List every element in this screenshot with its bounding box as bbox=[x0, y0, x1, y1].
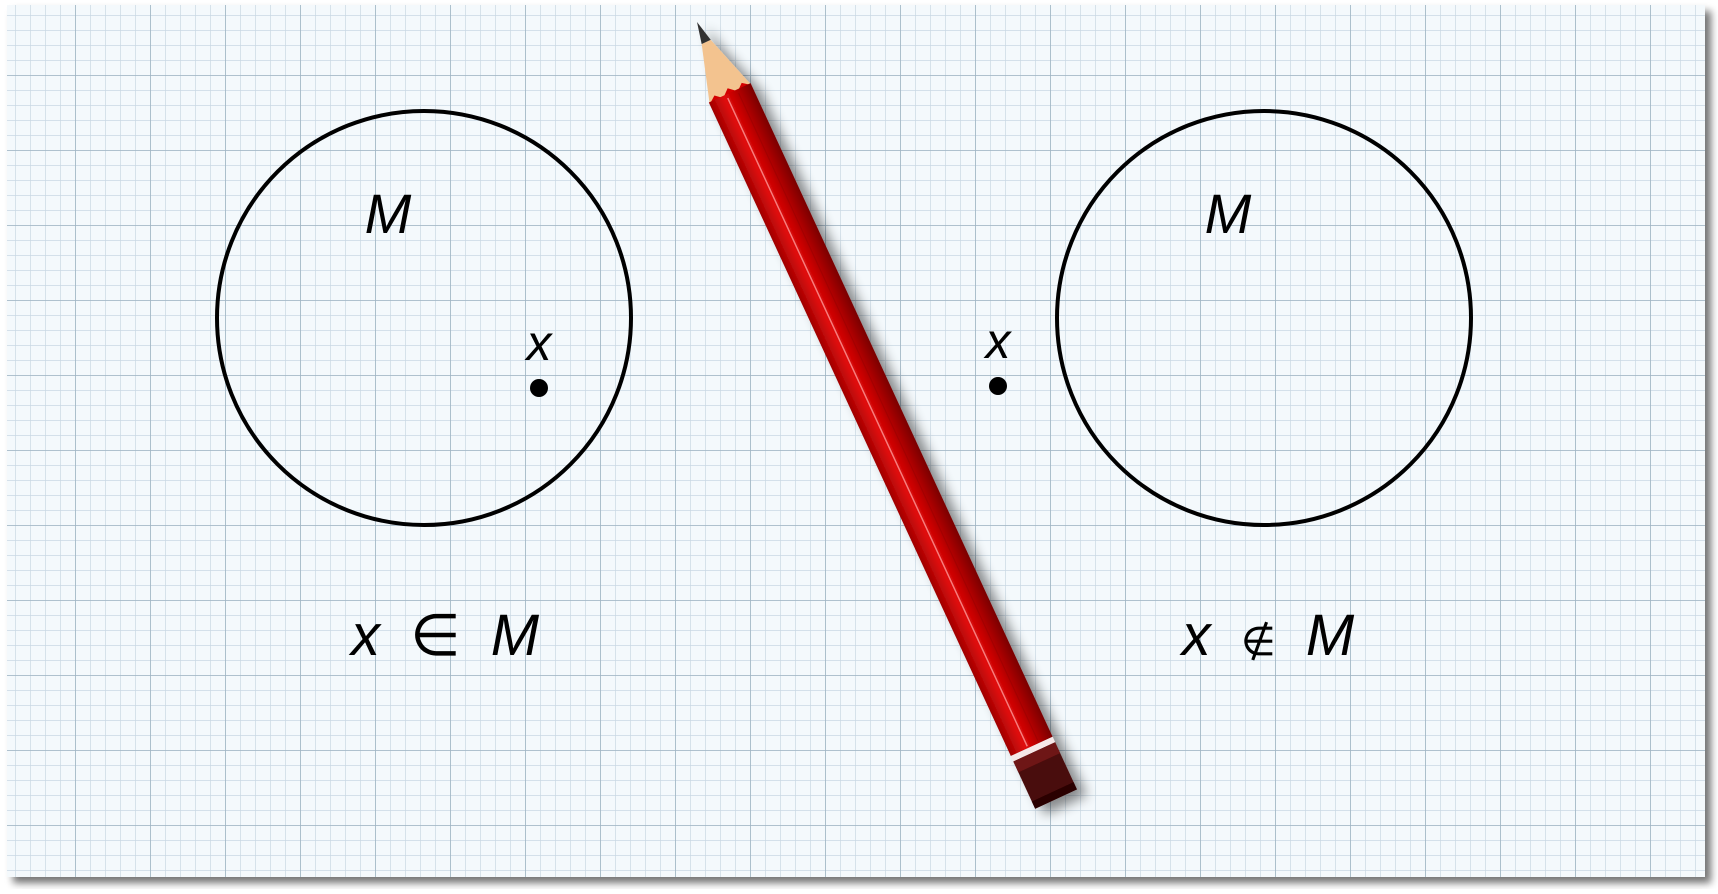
set-circle bbox=[1055, 109, 1473, 527]
pencil-wood-cone bbox=[701, 39, 752, 105]
pencil-icon bbox=[697, 22, 1077, 809]
element-point bbox=[989, 377, 1007, 395]
statement-set: M bbox=[491, 603, 540, 668]
right-panel: M x x ∉ M bbox=[984, 109, 1473, 668]
element-point bbox=[530, 379, 548, 397]
statement-element: x bbox=[348, 603, 382, 668]
statement-set: M bbox=[1306, 603, 1355, 668]
element-of-symbol: ∈ bbox=[410, 603, 461, 668]
set-label: M bbox=[365, 182, 412, 245]
not-element-of-symbol: ∉ bbox=[1241, 620, 1276, 664]
non-membership-statement: x ∉ M bbox=[1179, 603, 1355, 668]
set-circle bbox=[215, 109, 633, 527]
element-label: x bbox=[525, 315, 554, 371]
statement-element: x bbox=[1179, 603, 1213, 668]
pencil-ferrule-band bbox=[1010, 736, 1056, 762]
membership-statement: x ∈ M bbox=[348, 603, 540, 668]
pencil-graphite-tip bbox=[697, 22, 711, 45]
element-label: x bbox=[984, 313, 1013, 369]
left-panel: M x x ∈ M bbox=[215, 109, 633, 668]
graph-paper bbox=[7, 5, 1705, 877]
set-label: M bbox=[1205, 182, 1252, 245]
